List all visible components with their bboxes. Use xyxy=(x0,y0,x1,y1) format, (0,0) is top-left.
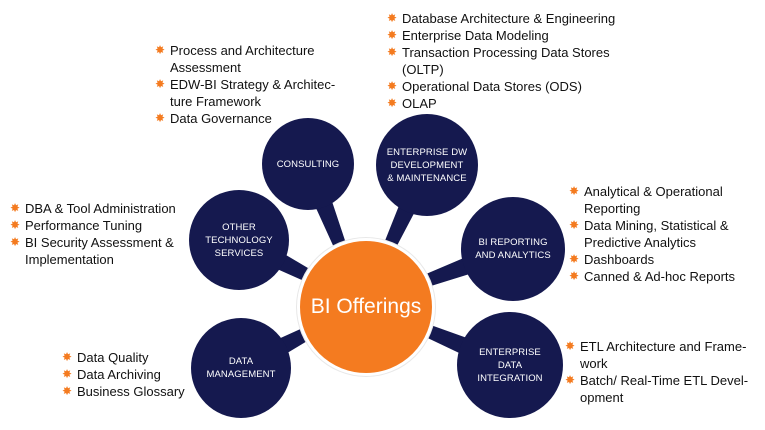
list-item: ✸ BI Security Assessment & Implementation xyxy=(10,234,190,268)
bullet-star-icon: ✸ xyxy=(387,96,398,110)
bubble-other-technology-services: OTHER TECHNOLOGY SERVICES xyxy=(189,190,289,290)
bubble-enterprise-data-integration: ENTERPRISE DATA INTEGRATION xyxy=(457,312,563,418)
bubble-dm-line-2: MANAGEMENT xyxy=(206,369,276,380)
list-item-text: Process and Architecture Assessment xyxy=(170,43,315,75)
list-item-text: OLAP xyxy=(402,96,437,111)
bullet-star-icon: ✸ xyxy=(62,350,73,364)
list-item: ✸ Process and Architecture Assessment xyxy=(155,42,345,76)
bubble-other-line-3: SERVICES xyxy=(214,247,264,259)
bubble-enterprise-dw-line-1: ENTERPRISE DW xyxy=(386,146,468,158)
list-item: ✸ Business Glossary xyxy=(62,383,197,400)
bubble-edi-line-1: ENTERPRISE xyxy=(479,346,541,358)
bullet-star-icon: ✸ xyxy=(569,269,580,283)
bullet-star-icon: ✸ xyxy=(155,111,166,125)
bubble-enterprise-dw-line-2: DEVELOPMENT xyxy=(390,159,464,171)
bubble-data-management: DATA MANAGEMENT xyxy=(191,318,291,418)
bullet-star-icon: ✸ xyxy=(569,184,580,198)
bubble-consulting-label: CONSULTING xyxy=(276,158,340,170)
list-item-text: Canned & Ad-hoc Reports xyxy=(584,269,736,284)
list-item: ✸ Data Governance xyxy=(155,110,345,127)
list-item: ✸ Batch/ Real-Time ETL Devel- opment xyxy=(565,372,760,406)
enterprise-dw-list: ✸ Database Architecture & Engineering ✸ Ent… xyxy=(387,10,637,112)
list-item-text: Database Architecture & Engineering xyxy=(402,11,616,26)
list-item-text: ETL Architecture and Frame- work xyxy=(580,339,747,371)
list-item: ✸ Transaction Processing Data Stores (OLT… xyxy=(387,44,637,78)
bubble-edi-line-2: DATA xyxy=(497,359,523,371)
list-item: ✸ ETL Architecture and Frame- work xyxy=(565,338,760,372)
list-item-text: Business Glossary xyxy=(77,384,185,399)
list-item: ✸ Analytical & Operational Reporting xyxy=(569,183,759,217)
bi-reporting-list: ✸ Analytical & Operational Reporting ✸ Data… xyxy=(569,183,759,285)
list-item-text: BI Security Assessment & Implementation xyxy=(25,235,174,267)
list-item-text: Batch/ Real-Time ETL Devel- opment xyxy=(580,373,749,405)
list-item-text: Analytical & Operational Reporting xyxy=(584,184,723,216)
bullet-star-icon: ✸ xyxy=(10,235,21,249)
list-item-text: Data Governance xyxy=(170,111,272,126)
list-item-text: Data Mining, Statistical & Predictive An… xyxy=(584,218,729,250)
list-item: ✸ Data Mining, Statistical & Predictive A… xyxy=(569,217,759,251)
bullet-star-icon: ✸ xyxy=(387,11,398,25)
enterprise-data-integration-list: ✸ ETL Architecture and Frame- work ✸ Batch/… xyxy=(565,338,760,406)
bullet-star-icon: ✸ xyxy=(565,339,576,353)
list-item: ✸ Data Archiving xyxy=(62,366,197,383)
list-item-text: Data Archiving xyxy=(77,367,161,382)
bubble-bi-line-2: AND ANALYTICS xyxy=(475,250,551,261)
list-item-text: Enterprise Data Modeling xyxy=(402,28,549,43)
list-item: ✸ Performance Tuning xyxy=(10,217,190,234)
bullet-star-icon: ✸ xyxy=(387,28,398,42)
list-item: ✸ DBA & Tool Administration xyxy=(10,200,190,217)
bubble-other-line-2: TECHNOLOGY xyxy=(205,234,273,246)
bullet-star-icon: ✸ xyxy=(10,218,21,232)
bullet-star-icon: ✸ xyxy=(62,384,73,398)
other-technology-list: ✸ DBA & Tool Administration ✸ Performance T… xyxy=(10,200,190,268)
list-item: ✸ Data Quality xyxy=(62,349,197,366)
bullet-star-icon: ✸ xyxy=(155,77,166,91)
list-item: ✸ Enterprise Data Modeling xyxy=(387,27,637,44)
bubble-consulting: CONSULTING xyxy=(262,118,354,210)
list-item-text: Data Quality xyxy=(77,350,149,365)
consulting-list: ✸ Process and Architecture Assessment ✸ EDW… xyxy=(155,42,345,127)
bubble-bi-reporting: BI REPORTING AND ANALYTICS xyxy=(461,197,565,301)
list-item-text: Operational Data Stores (ODS) xyxy=(402,79,582,94)
bubble-enterprise-dw-line-3: & MAINTENANCE xyxy=(387,172,467,184)
list-item: ✸ EDW-BI Strategy & Architec- ture Framew… xyxy=(155,76,345,110)
bubble-other-line-1: OTHER xyxy=(222,221,256,233)
bullet-star-icon: ✸ xyxy=(155,43,166,57)
list-item: ✸ Canned & Ad-hoc Reports xyxy=(569,268,759,285)
bullet-star-icon: ✸ xyxy=(565,373,576,387)
bubble-edi-line-3: INTEGRATION xyxy=(477,372,543,384)
list-item: ✸ Dashboards xyxy=(569,251,759,268)
bullet-star-icon: ✸ xyxy=(387,45,398,59)
bullet-star-icon: ✸ xyxy=(569,218,580,232)
list-item: ✸ Operational Data Stores (ODS) xyxy=(387,78,637,95)
list-item-text: EDW-BI Strategy & Architec- ture Framewo… xyxy=(170,77,336,109)
bullet-star-icon: ✸ xyxy=(569,252,580,266)
list-item-text: DBA & Tool Administration xyxy=(25,201,176,216)
center-bi-offerings: BI Offerings xyxy=(297,238,435,376)
list-item: ✸ OLAP xyxy=(387,95,637,112)
bubble-enterprise-dw: ENTERPRISE DW DEVELOPMENT & MAINTENANCE xyxy=(376,114,478,216)
list-item-text: Transaction Processing Data Stores (OLTP… xyxy=(402,45,610,77)
center-label: BI Offerings xyxy=(310,295,422,318)
data-management-list: ✸ Data Quality ✸ Data Archiving ✸ Business Gl… xyxy=(62,349,197,400)
bullet-star-icon: ✸ xyxy=(387,79,398,93)
list-item-text: Dashboards xyxy=(584,252,655,267)
bubble-bi-line-1: BI REPORTING xyxy=(478,237,548,248)
list-item: ✸ Database Architecture & Engineering xyxy=(387,10,637,27)
bubble-dm-line-1: DATA xyxy=(228,356,254,367)
bullet-star-icon: ✸ xyxy=(62,367,73,381)
list-item-text: Performance Tuning xyxy=(25,218,143,233)
bullet-star-icon: ✸ xyxy=(10,201,21,215)
